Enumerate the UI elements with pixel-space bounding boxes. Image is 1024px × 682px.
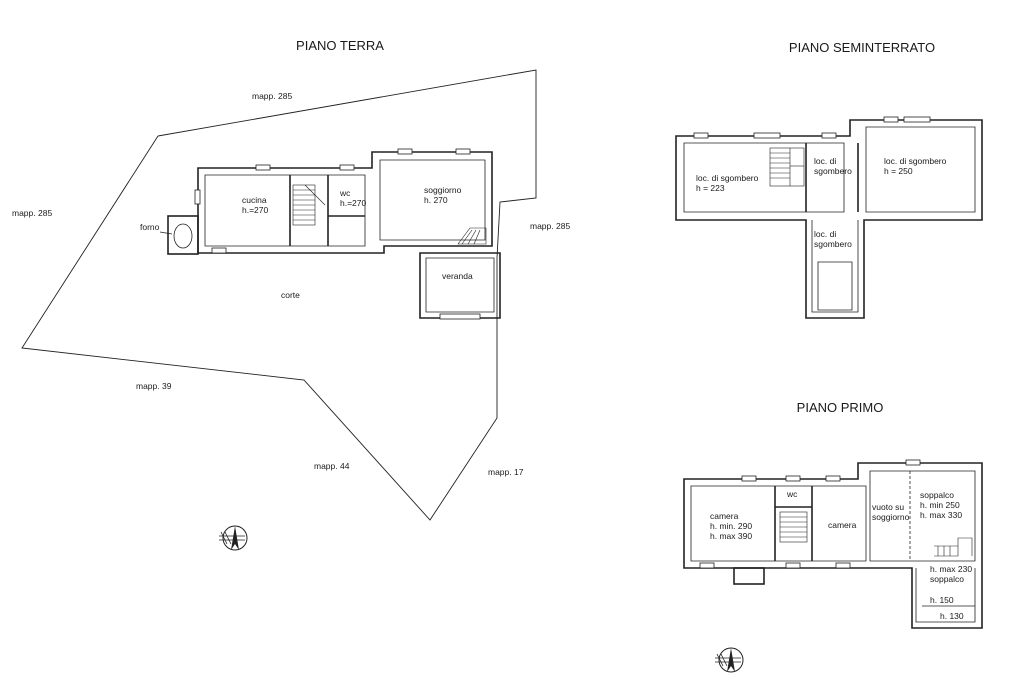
first-room-wc-label: wc bbox=[786, 489, 798, 499]
first-room-camera1-hmax: h. max 390 bbox=[710, 531, 752, 541]
first-floor-stairs bbox=[779, 511, 973, 557]
basement-room-low-label-2: sgombero bbox=[814, 239, 852, 249]
first-room-soppalco-hmin: h. min 250 bbox=[920, 500, 960, 510]
lot-boundary bbox=[21, 69, 537, 521]
first-room-vuoto-label-2: soggiorno bbox=[872, 512, 910, 522]
room-label-cucina: cucina bbox=[242, 195, 267, 205]
first-room-soppalco2-label: soppalco bbox=[930, 574, 964, 584]
first-room-h130: h. 130 bbox=[940, 611, 964, 621]
first-room-h150: h. 150 bbox=[930, 595, 954, 605]
basement-floor-plan: PIANO SEMINTERRATO loc. di sgombero h = … bbox=[675, 40, 983, 319]
first-room-vuoto-label-1: vuoto su bbox=[872, 502, 904, 512]
first-room-soppalco-hmax: h. max 330 bbox=[920, 510, 962, 520]
parcel-label-bottom-mid: mapp. 44 bbox=[314, 461, 350, 471]
first-room-camera1-label: camera bbox=[710, 511, 739, 521]
room-height-cucina: h.=270 bbox=[242, 205, 269, 215]
first-room-soppalco-label: soppalco bbox=[920, 490, 954, 500]
basement-room-left-height: h = 223 bbox=[696, 183, 725, 193]
first-room-hmax230: h. max 230 bbox=[930, 564, 972, 574]
area-label-corte: corte bbox=[281, 290, 300, 300]
room-label-forno: forno bbox=[140, 222, 160, 232]
first-floor-plan: PIANO PRIMO camera h. min. 290 h. max 39 bbox=[683, 400, 983, 673]
parcel-label-bottom-left: mapp. 39 bbox=[136, 381, 172, 391]
ground-stairs bbox=[292, 184, 487, 245]
room-label-wc: wc bbox=[339, 188, 351, 198]
north-arrow-icon bbox=[715, 647, 744, 673]
basement-room-right-height: h = 250 bbox=[884, 166, 913, 176]
ground-floor-title: PIANO TERRA bbox=[296, 38, 384, 53]
first-room-camera1-hmin: h. min. 290 bbox=[710, 521, 752, 531]
first-floor-title: PIANO PRIMO bbox=[797, 400, 884, 415]
basement-room-left-label: loc. di sgombero bbox=[696, 173, 759, 183]
north-arrow-icon bbox=[219, 525, 248, 551]
oven-structure bbox=[167, 215, 199, 255]
ground-floor-plan: PIANO TERRA mapp. 285 mapp. 285 mapp. 28… bbox=[12, 38, 570, 551]
basement-room-mid-label-2: sgombero bbox=[814, 166, 852, 176]
room-label-veranda: veranda bbox=[442, 271, 473, 281]
basement-stairs bbox=[769, 147, 805, 187]
basement-room-right-label: loc. di sgombero bbox=[884, 156, 947, 166]
ground-house-walls bbox=[197, 151, 501, 319]
parcel-label-right: mapp. 285 bbox=[530, 221, 570, 231]
room-label-soggiorno: soggiorno bbox=[424, 185, 462, 195]
first-room-camera2-label: camera bbox=[828, 520, 857, 530]
room-height-wc: h.=270 bbox=[340, 198, 367, 208]
parcel-label-bottom-right: mapp. 17 bbox=[488, 467, 524, 477]
basement-room-low-label-1: loc. di bbox=[814, 229, 836, 239]
basement-floor-title: PIANO SEMINTERRATO bbox=[789, 40, 935, 55]
parcel-label-left: mapp. 285 bbox=[12, 208, 52, 218]
room-height-soggiorno: h. 270 bbox=[424, 195, 448, 205]
parcel-label-top: mapp. 285 bbox=[252, 91, 292, 101]
basement-room-mid-label-1: loc. di bbox=[814, 156, 836, 166]
